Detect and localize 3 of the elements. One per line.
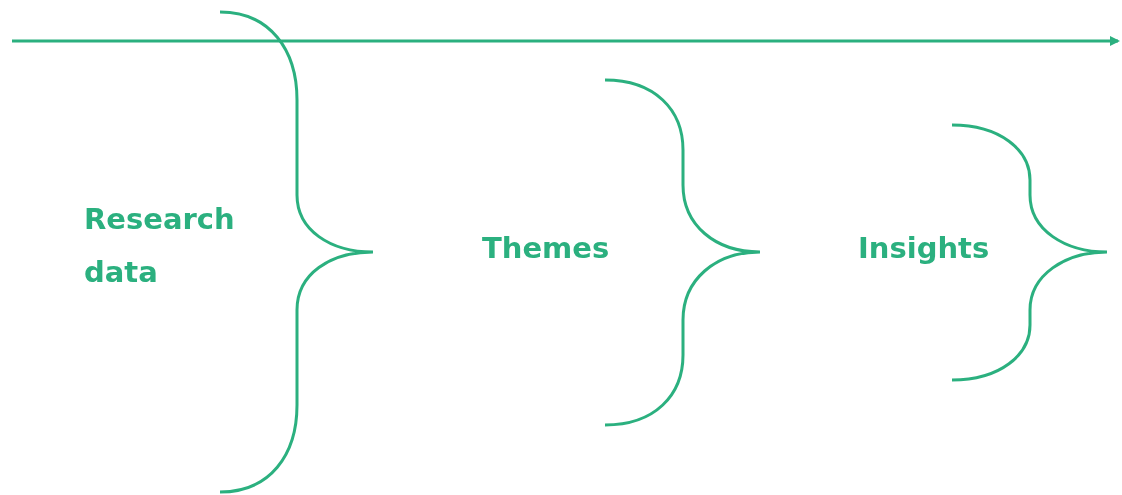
stage-label: Insights <box>858 230 990 267</box>
stage-label: Research data <box>84 201 236 291</box>
stage-label: Themes <box>482 230 610 267</box>
